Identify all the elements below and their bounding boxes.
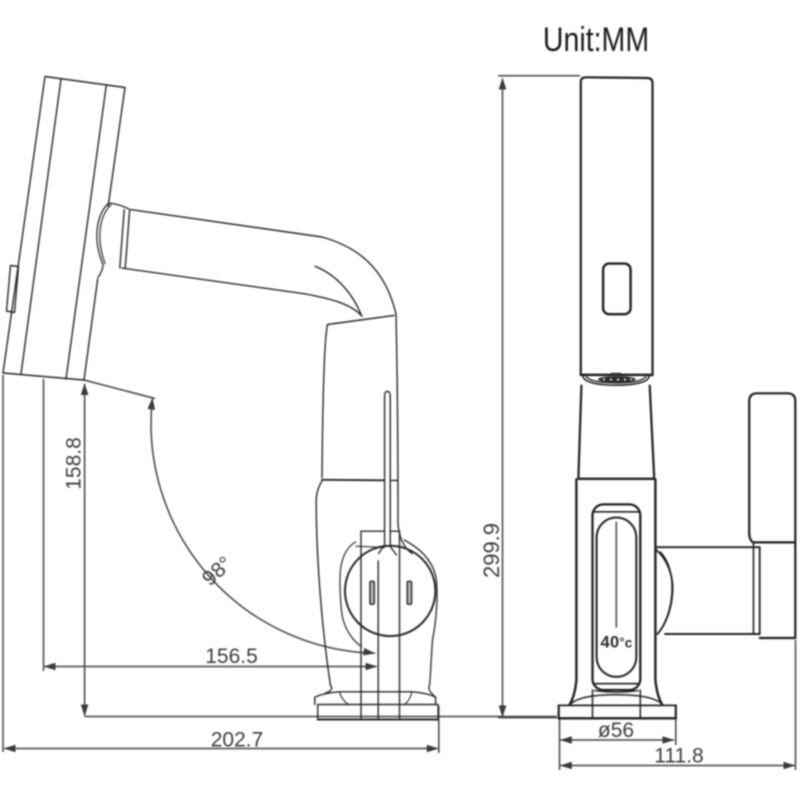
svg-text:98°: 98° xyxy=(198,552,237,590)
svg-text:158.8: 158.8 xyxy=(63,437,86,490)
svg-text:111.8: 111.8 xyxy=(654,745,703,768)
svg-text:40°c: 40°c xyxy=(601,634,633,652)
svg-text:ø56: ø56 xyxy=(598,719,634,742)
svg-text:299.9: 299.9 xyxy=(479,523,504,578)
svg-text:Unit:MM: Unit:MM xyxy=(543,21,649,59)
svg-text:156.5: 156.5 xyxy=(205,645,258,668)
svg-text:202.7: 202.7 xyxy=(211,729,264,752)
